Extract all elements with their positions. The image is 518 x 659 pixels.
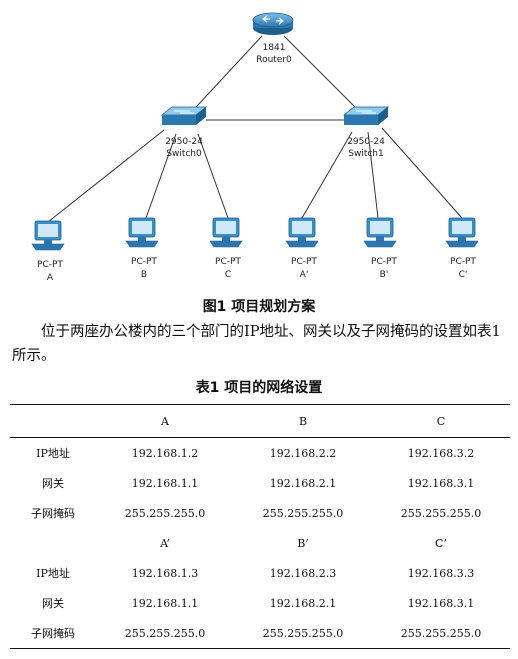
link-switch0-pc-a bbox=[47, 129, 165, 223]
pc-type-label: PC-PT bbox=[37, 260, 63, 270]
table-cell: 255.255.255.0 bbox=[400, 506, 482, 520]
table-cell: 192.168.3.2 bbox=[407, 446, 475, 460]
pc-type-label: PC-PT bbox=[291, 257, 317, 267]
table-cell: 192.168.3.1 bbox=[407, 596, 475, 610]
table-caption: 表1 项目的网络设置 bbox=[195, 380, 323, 396]
router-model-label: 1841 bbox=[263, 43, 286, 53]
table-row: 子网掩码 255.255.255.0 255.255.255.0 255.255… bbox=[10, 618, 510, 649]
row-label: 子网掩码 bbox=[10, 618, 96, 649]
table-cell: 192.168.2.2 bbox=[269, 446, 337, 460]
network-links bbox=[47, 35, 463, 223]
body-paragraph: 位于两座办公楼内的三个部门的IP地址、网关以及子网掩码的设置如表1所示。 bbox=[12, 324, 501, 364]
computer-icon bbox=[31, 220, 65, 251]
table-cell: 192.168.3.3 bbox=[407, 566, 475, 580]
row-label: IP地址 bbox=[36, 447, 70, 460]
switch1-name-label: Switch1 bbox=[348, 149, 383, 159]
table-cell: 192.168.1.2 bbox=[131, 446, 199, 460]
pc-a: PC-PT A bbox=[31, 220, 65, 283]
pc-c: PC-PT C bbox=[209, 217, 243, 280]
link-switch0-pc-c bbox=[197, 133, 229, 219]
pc-b-prime: PC-PT B' bbox=[363, 217, 397, 280]
link-switch1-pc-b2 bbox=[367, 131, 379, 219]
network-topology-diagram: 1841 Router0 2950-24 Switch0 2950-24 Swi… bbox=[31, 12, 479, 283]
table-header-row: A B C bbox=[10, 404, 510, 438]
table-cell: 192.168.1.1 bbox=[131, 476, 199, 490]
computer-icon bbox=[285, 217, 319, 248]
header-cell: C’ bbox=[435, 536, 447, 550]
pc-name-label: A' bbox=[300, 270, 309, 280]
pc-c-prime: PC-PT C' bbox=[445, 217, 479, 280]
row-label: 子网掩码 bbox=[31, 507, 75, 520]
table-row: 子网掩码 255.255.255.0 255.255.255.0 255.255… bbox=[10, 498, 510, 528]
switch1-model-label: 2950-24 bbox=[347, 137, 385, 147]
row-label: IP地址 bbox=[36, 567, 70, 580]
table-cell: 192.168.3.1 bbox=[407, 476, 475, 490]
table-row: 网关 192.168.1.1 192.168.2.1 192.168.3.1 bbox=[10, 468, 510, 498]
table-cell: 192.168.1.3 bbox=[131, 566, 199, 580]
table-cell: 192.168.1.1 bbox=[131, 596, 199, 610]
table-cell: 192.168.2.3 bbox=[269, 566, 337, 580]
computer-icon bbox=[209, 217, 243, 248]
computer-icon bbox=[125, 217, 159, 248]
header-cell: A’ bbox=[160, 536, 170, 550]
network-settings-table: A B C IP地址 192.168.1.2 192.168.2.2 192.1… bbox=[10, 404, 510, 649]
pc-name-label: C bbox=[225, 270, 231, 280]
link-switch0-pc-b bbox=[145, 133, 177, 219]
link-router-switch1 bbox=[283, 35, 365, 117]
table-cell: 255.255.255.0 bbox=[262, 506, 344, 520]
header-cell: A bbox=[96, 404, 234, 438]
table-row: IP地址 192.168.1.2 192.168.2.2 192.168.3.2 bbox=[10, 438, 510, 469]
figure-caption: 图1 项目规划方案 bbox=[202, 299, 316, 315]
pc-name-label: B bbox=[141, 270, 147, 280]
header-cell bbox=[10, 528, 96, 558]
row-label: 网关 bbox=[42, 597, 64, 610]
switch0-name-label: Switch0 bbox=[166, 149, 202, 159]
table-row: IP地址 192.168.1.3 192.168.2.3 192.168.3.3 bbox=[10, 558, 510, 588]
table-cell: 255.255.255.0 bbox=[234, 618, 372, 649]
pc-type-label: PC-PT bbox=[215, 257, 241, 267]
header-cell: B’ bbox=[297, 536, 309, 550]
table-subheader-row: A’ B’ C’ bbox=[10, 528, 510, 558]
row-label: 网关 bbox=[42, 477, 64, 490]
switch-icon bbox=[160, 106, 208, 125]
computer-icon bbox=[445, 217, 479, 248]
table-cell: 192.168.2.1 bbox=[269, 596, 337, 610]
pc-b: PC-PT B bbox=[125, 217, 159, 280]
pc-a-prime: PC-PT A' bbox=[285, 217, 319, 280]
table-cell: 255.255.255.0 bbox=[96, 618, 234, 649]
pc-type-label: PC-PT bbox=[450, 257, 476, 267]
link-switch1-pc-c2 bbox=[381, 127, 463, 219]
link-router-switch0 bbox=[183, 35, 263, 121]
link-switch1-pc-a2 bbox=[301, 131, 353, 219]
computer-icon bbox=[363, 217, 397, 248]
switch0-model-label: 2950-24 bbox=[165, 137, 203, 147]
pc-name-label: B' bbox=[380, 270, 389, 280]
table-cell: 255.255.255.0 bbox=[124, 506, 206, 520]
switch-icon bbox=[342, 106, 390, 125]
table-cell: 255.255.255.0 bbox=[372, 618, 510, 649]
header-cell bbox=[10, 404, 96, 438]
pc-name-label: C' bbox=[459, 270, 468, 280]
header-cell: B bbox=[234, 404, 372, 438]
pc-name-label: A bbox=[47, 273, 54, 283]
table-cell: 192.168.2.1 bbox=[269, 476, 337, 490]
header-cell: C bbox=[372, 404, 510, 438]
router-name-label: Router0 bbox=[256, 55, 292, 65]
pc-type-label: PC-PT bbox=[131, 257, 157, 267]
pc-type-label: PC-PT bbox=[371, 257, 397, 267]
router-icon bbox=[252, 12, 294, 35]
table-row: 网关 192.168.1.1 192.168.2.1 192.168.3.1 bbox=[10, 588, 510, 618]
